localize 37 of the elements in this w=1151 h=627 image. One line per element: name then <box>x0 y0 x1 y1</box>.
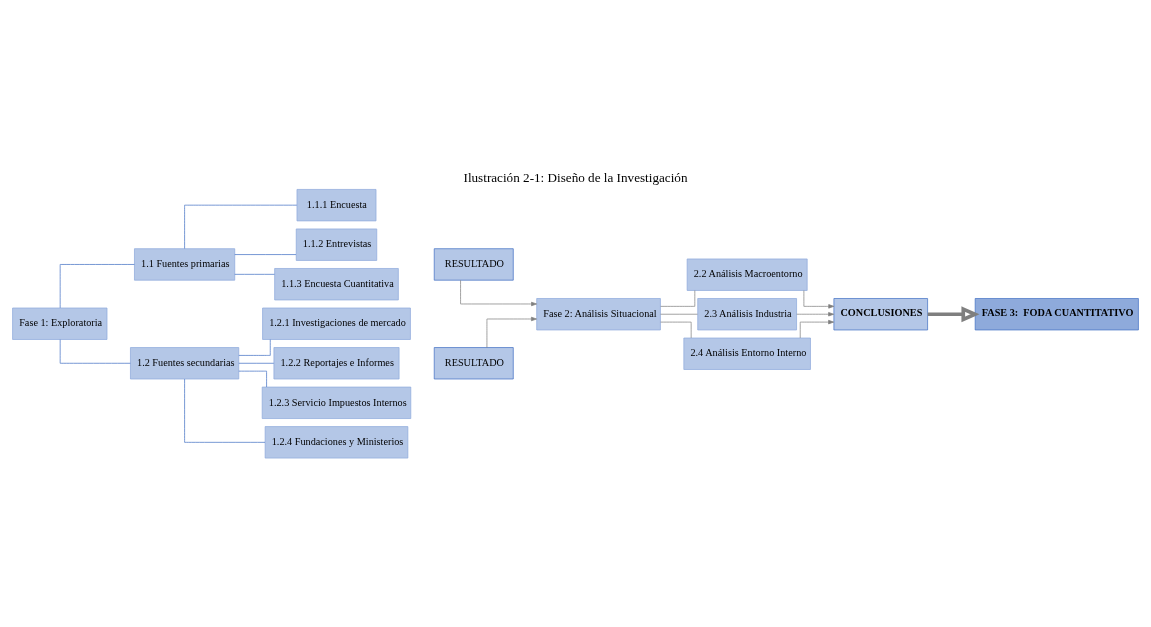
connector <box>660 321 692 339</box>
arrow <box>927 306 980 323</box>
arrow <box>460 279 537 307</box>
node-box: 1.2 Fuentes secundarias <box>130 347 240 380</box>
connector <box>184 378 266 443</box>
connector <box>59 339 131 364</box>
node-box: RESULTADO <box>433 248 514 281</box>
node-box: 2.2 Análisis Macroentorno <box>686 258 808 291</box>
node-box: 2.4 Análisis Entorno Interno <box>683 337 811 370</box>
node-box: Fase 1: Exploratoria <box>12 307 108 340</box>
connector <box>234 273 275 275</box>
node-box: 2.3 Análisis Industria <box>697 298 797 331</box>
connector <box>234 254 297 255</box>
node-box: Fase 2: Análisis Situacional <box>536 298 661 331</box>
node-box: 1.1 Fuentes primarias <box>134 248 236 281</box>
diagram-title: Ilustración 2-1: Diseño de la Investigación <box>463 170 688 186</box>
arrow <box>803 290 835 309</box>
node-box: CONCLUSIONES <box>833 298 928 331</box>
connector <box>238 362 275 364</box>
connector <box>238 339 271 356</box>
arrow <box>796 312 835 317</box>
node-box: FASE 3: FODA CUANTITATIVO <box>974 298 1139 331</box>
node-box: RESULTADO <box>433 347 514 380</box>
connector <box>184 204 298 249</box>
node-box: 1.2.3 Servicio Impuestos Internos <box>261 386 412 419</box>
connector <box>660 313 698 315</box>
node-box: 1.2.1 Investigaciones de mercado <box>262 307 411 340</box>
connector <box>59 264 135 309</box>
node-box: 1.2.4 Fundaciones y Ministerios <box>264 426 409 459</box>
node-box: 1.1.2 Entrevistas <box>295 228 378 261</box>
node-box: 1.1.1 Encuesta <box>296 189 377 222</box>
node-box: 1.1.3 Encuesta Cuantitativa <box>274 268 399 301</box>
arrow <box>799 319 835 339</box>
connector <box>660 290 696 307</box>
node-box: 1.2.2 Reportajes e Informes <box>273 347 400 380</box>
arrow <box>486 316 537 348</box>
connector <box>238 370 267 388</box>
